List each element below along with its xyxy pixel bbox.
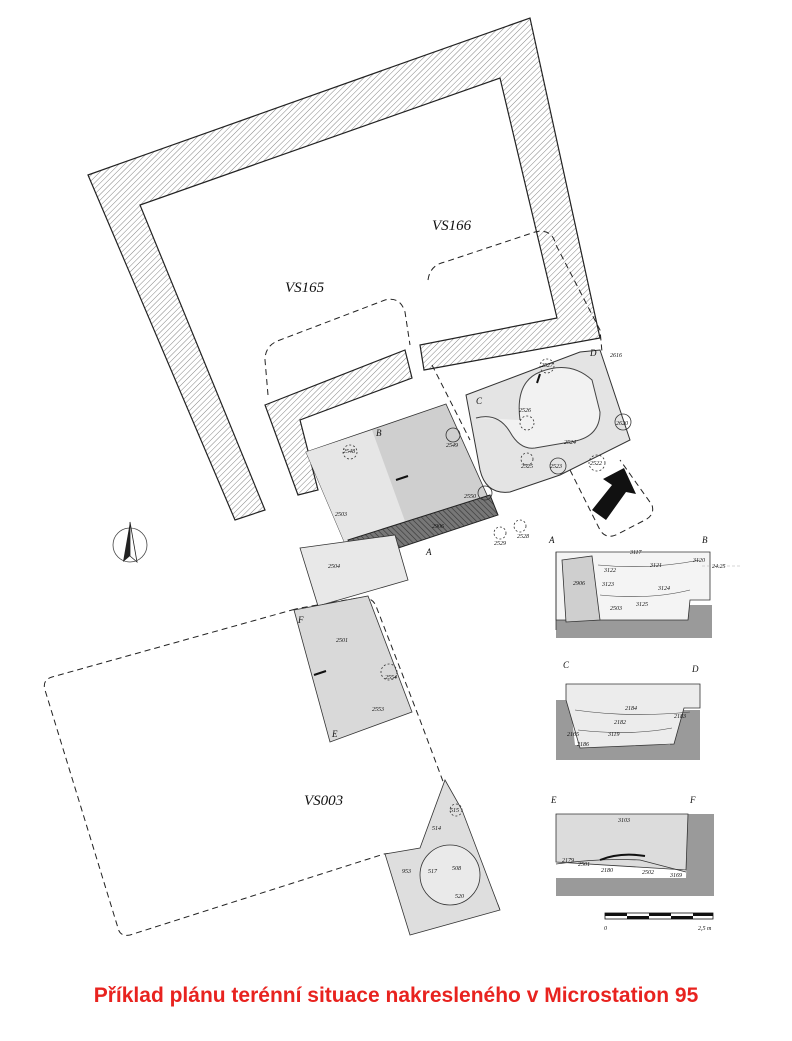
scale-start: 0 [604,926,607,932]
section-ab-label: 3117 [629,550,643,556]
context-label: 2504 [328,563,340,570]
context-label: 2527 [541,363,554,369]
section-ab-label: 3123 [601,582,614,588]
section-cd-label: 2183 [674,714,686,720]
area-label-vs003: VS003 [304,793,343,809]
area-label-vs165: VS165 [285,280,325,296]
section-cd-end: D [691,664,699,674]
context-label: 2549 [446,442,458,449]
direction-arrow [536,373,541,384]
building-wall [87,17,601,521]
section-ab-label: 3121 [649,563,662,569]
section-ab-label: 3125 [635,602,648,608]
section-ab-start: A [548,535,555,545]
context-label: 2554 [385,674,397,681]
dashed-outline-vs003 [43,597,501,936]
section-ef-end: F [689,795,696,805]
section-letter-c: C [476,396,483,406]
section-letter-e: E [331,729,338,739]
scale-end: 2,5 m [698,926,712,932]
section-cd-label: 2184 [625,705,637,712]
area-label-vs166: VS166 [432,218,472,234]
context-label: 2553 [372,707,384,713]
context-label: 2620 [616,421,628,427]
feature-markers [342,358,632,817]
section-ef-label: 3169 [669,873,682,879]
section-cd-label: 3119 [607,732,620,738]
context-label: 517 [428,869,438,875]
dashed-outline-vs165 [264,298,411,396]
context-label: 2503 [335,512,347,518]
trench-ef [293,595,413,743]
trench-vs165-light [306,430,410,560]
context-label: 2501 [336,638,348,644]
section-cd: C D 2184 2182 3119 2165 2186 2183 [556,660,701,760]
context-label: 2550 [464,494,476,500]
section-letter-a: A [425,547,432,557]
section-cd-start: C [563,660,570,670]
figure-caption: Příklad plánu terénní situace nakreslené… [93,984,699,1007]
trench-2504 [299,534,409,607]
wall-segment [264,349,413,496]
context-label: 2522 [590,461,602,467]
section-ab-label: 3124 [657,585,670,592]
feature-outline [419,844,481,906]
section-ef-label: 2502 [642,870,654,876]
context-label: 2529 [494,541,506,547]
context-label: 953 [402,869,411,875]
section-letter-b: B [376,428,382,438]
section-letter-f: F [297,615,304,625]
section-ef-label: 2179 [562,858,574,864]
section-ab-label: 3120 [692,558,705,564]
section-cd-label: 2186 [577,742,589,748]
section-ab-level: 24.25 [712,563,726,570]
section-ab-label: 2503 [610,606,622,612]
section-ef-label: 2501 [578,862,590,868]
section-ab-label: 3122 [603,568,616,574]
large-arrow [592,468,636,520]
section-ef: E F 3103 2179 2501 2180 2502 3169 [550,795,714,896]
scale-bar: 0 2,5 m [604,912,714,932]
section-letter-d: D [589,348,597,358]
section-cd-label: 2182 [614,720,626,726]
context-label: 2528 [517,534,529,540]
context-label: 2524 [564,439,576,446]
section-ef-label: 3103 [617,818,630,824]
context-label: 515 [450,808,459,814]
context-label: 514 [432,825,441,832]
context-label: 2548 [343,448,355,455]
north-arrow-icon [112,521,148,564]
section-ef-start: E [550,795,557,805]
context-label: 520 [455,894,464,900]
context-label: 2526 [519,408,531,414]
trench-vs166-inner [475,367,601,449]
dashed-outline-extension [569,459,654,537]
context-label: 2906 [432,524,444,530]
site-plan-drawing: VS166 VS165 VS003 A B C D E F 2548 2549 … [43,17,740,936]
section-ab: A B 3117 3120 3121 3122 3123 3124 3125 2… [548,535,740,638]
direction-arrow [313,670,327,676]
section-ab-end: B [702,535,708,545]
section-ef-label: 2180 [601,868,613,874]
section-cd-label: 2165 [567,732,579,738]
context-label: 2616 [610,353,622,359]
context-label: 2525 [521,464,533,470]
dashed-line-connector [431,364,471,441]
section-ab-label: 2906 [573,581,585,587]
context-label: 2523 [550,464,562,470]
direction-arrow [395,475,409,481]
dashed-outline-vs166 [427,230,603,353]
context-label: 508 [452,866,461,872]
